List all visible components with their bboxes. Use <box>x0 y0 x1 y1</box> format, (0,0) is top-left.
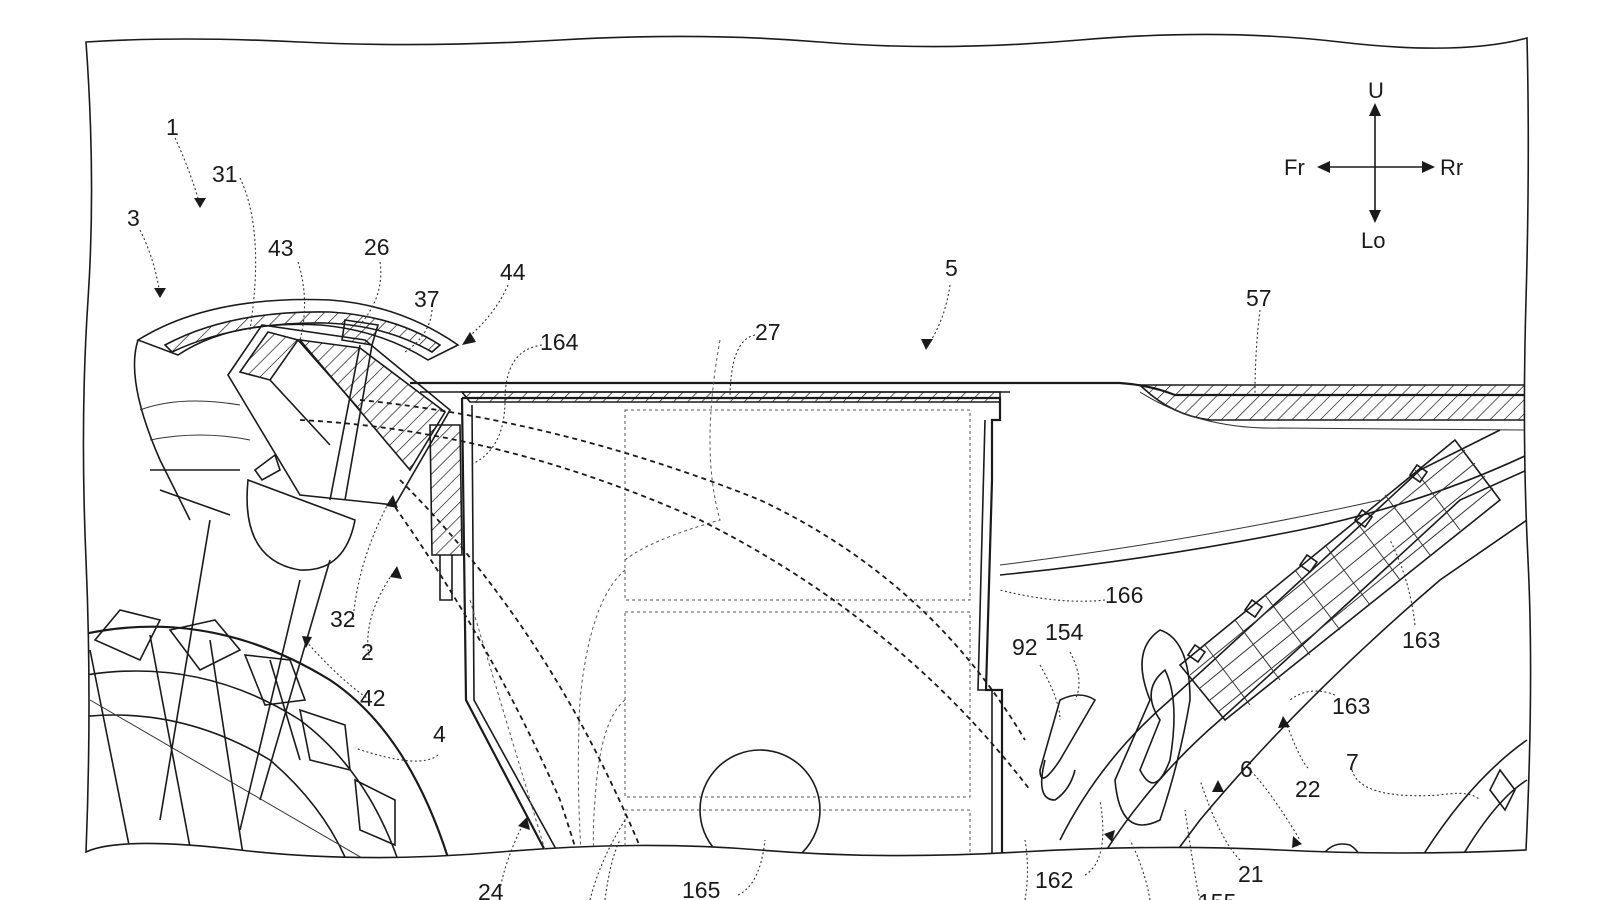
label-163-upper: 163 <box>1402 627 1440 653</box>
seat <box>1138 384 1528 421</box>
front-wheel <box>83 609 462 858</box>
label-4: 4 <box>433 721 446 747</box>
label-43: 43 <box>268 235 294 261</box>
direction-front-label: Fr <box>1284 155 1305 180</box>
label-92: 92 <box>1012 634 1038 660</box>
direction-indicator: U Lo Fr Rr <box>1284 78 1463 253</box>
reference-labels: 1 31 3 43 26 37 44 164 27 5 57 32 2 42 4… <box>127 114 1440 900</box>
direction-up-label: U <box>1368 78 1384 103</box>
label-27: 27 <box>755 319 781 345</box>
label-6: 6 <box>1240 756 1253 782</box>
label-7: 7 <box>1346 749 1359 775</box>
rear-frame <box>999 429 1528 858</box>
headlamp-unit <box>227 319 463 601</box>
label-3: 3 <box>127 205 140 231</box>
label-32: 32 <box>330 606 356 632</box>
leader-lines <box>139 137 1481 900</box>
label-37: 37 <box>414 286 440 312</box>
break-line-frame <box>82 33 1532 859</box>
label-26: 26 <box>364 234 390 260</box>
label-22: 22 <box>1295 776 1321 802</box>
label-5: 5 <box>945 255 958 281</box>
label-163-lower: 163 <box>1332 693 1370 719</box>
label-154: 154 <box>1045 619 1084 645</box>
label-155: 155 <box>1198 889 1236 900</box>
label-2: 2 <box>361 639 374 665</box>
cell-module <box>1178 438 1502 722</box>
label-21: 21 <box>1238 861 1264 887</box>
label-57: 57 <box>1246 285 1272 311</box>
label-44: 44 <box>500 259 526 285</box>
label-164: 164 <box>540 329 579 355</box>
internal-components <box>469 339 971 858</box>
label-31: 31 <box>212 161 238 187</box>
label-165: 165 <box>682 877 720 900</box>
head-pipe <box>159 519 331 831</box>
label-42: 42 <box>360 685 386 711</box>
dashed-routing <box>299 399 1031 858</box>
rear-wheel <box>1319 739 1528 858</box>
tank-box <box>460 391 1004 858</box>
label-1: 1 <box>166 114 179 140</box>
label-166: 166 <box>1105 582 1143 608</box>
front-cowl <box>133 298 460 521</box>
label-162: 162 <box>1035 867 1073 893</box>
direction-rear-label: Rr <box>1440 155 1463 180</box>
direction-down-label: Lo <box>1361 228 1385 253</box>
label-24: 24 <box>478 879 504 900</box>
